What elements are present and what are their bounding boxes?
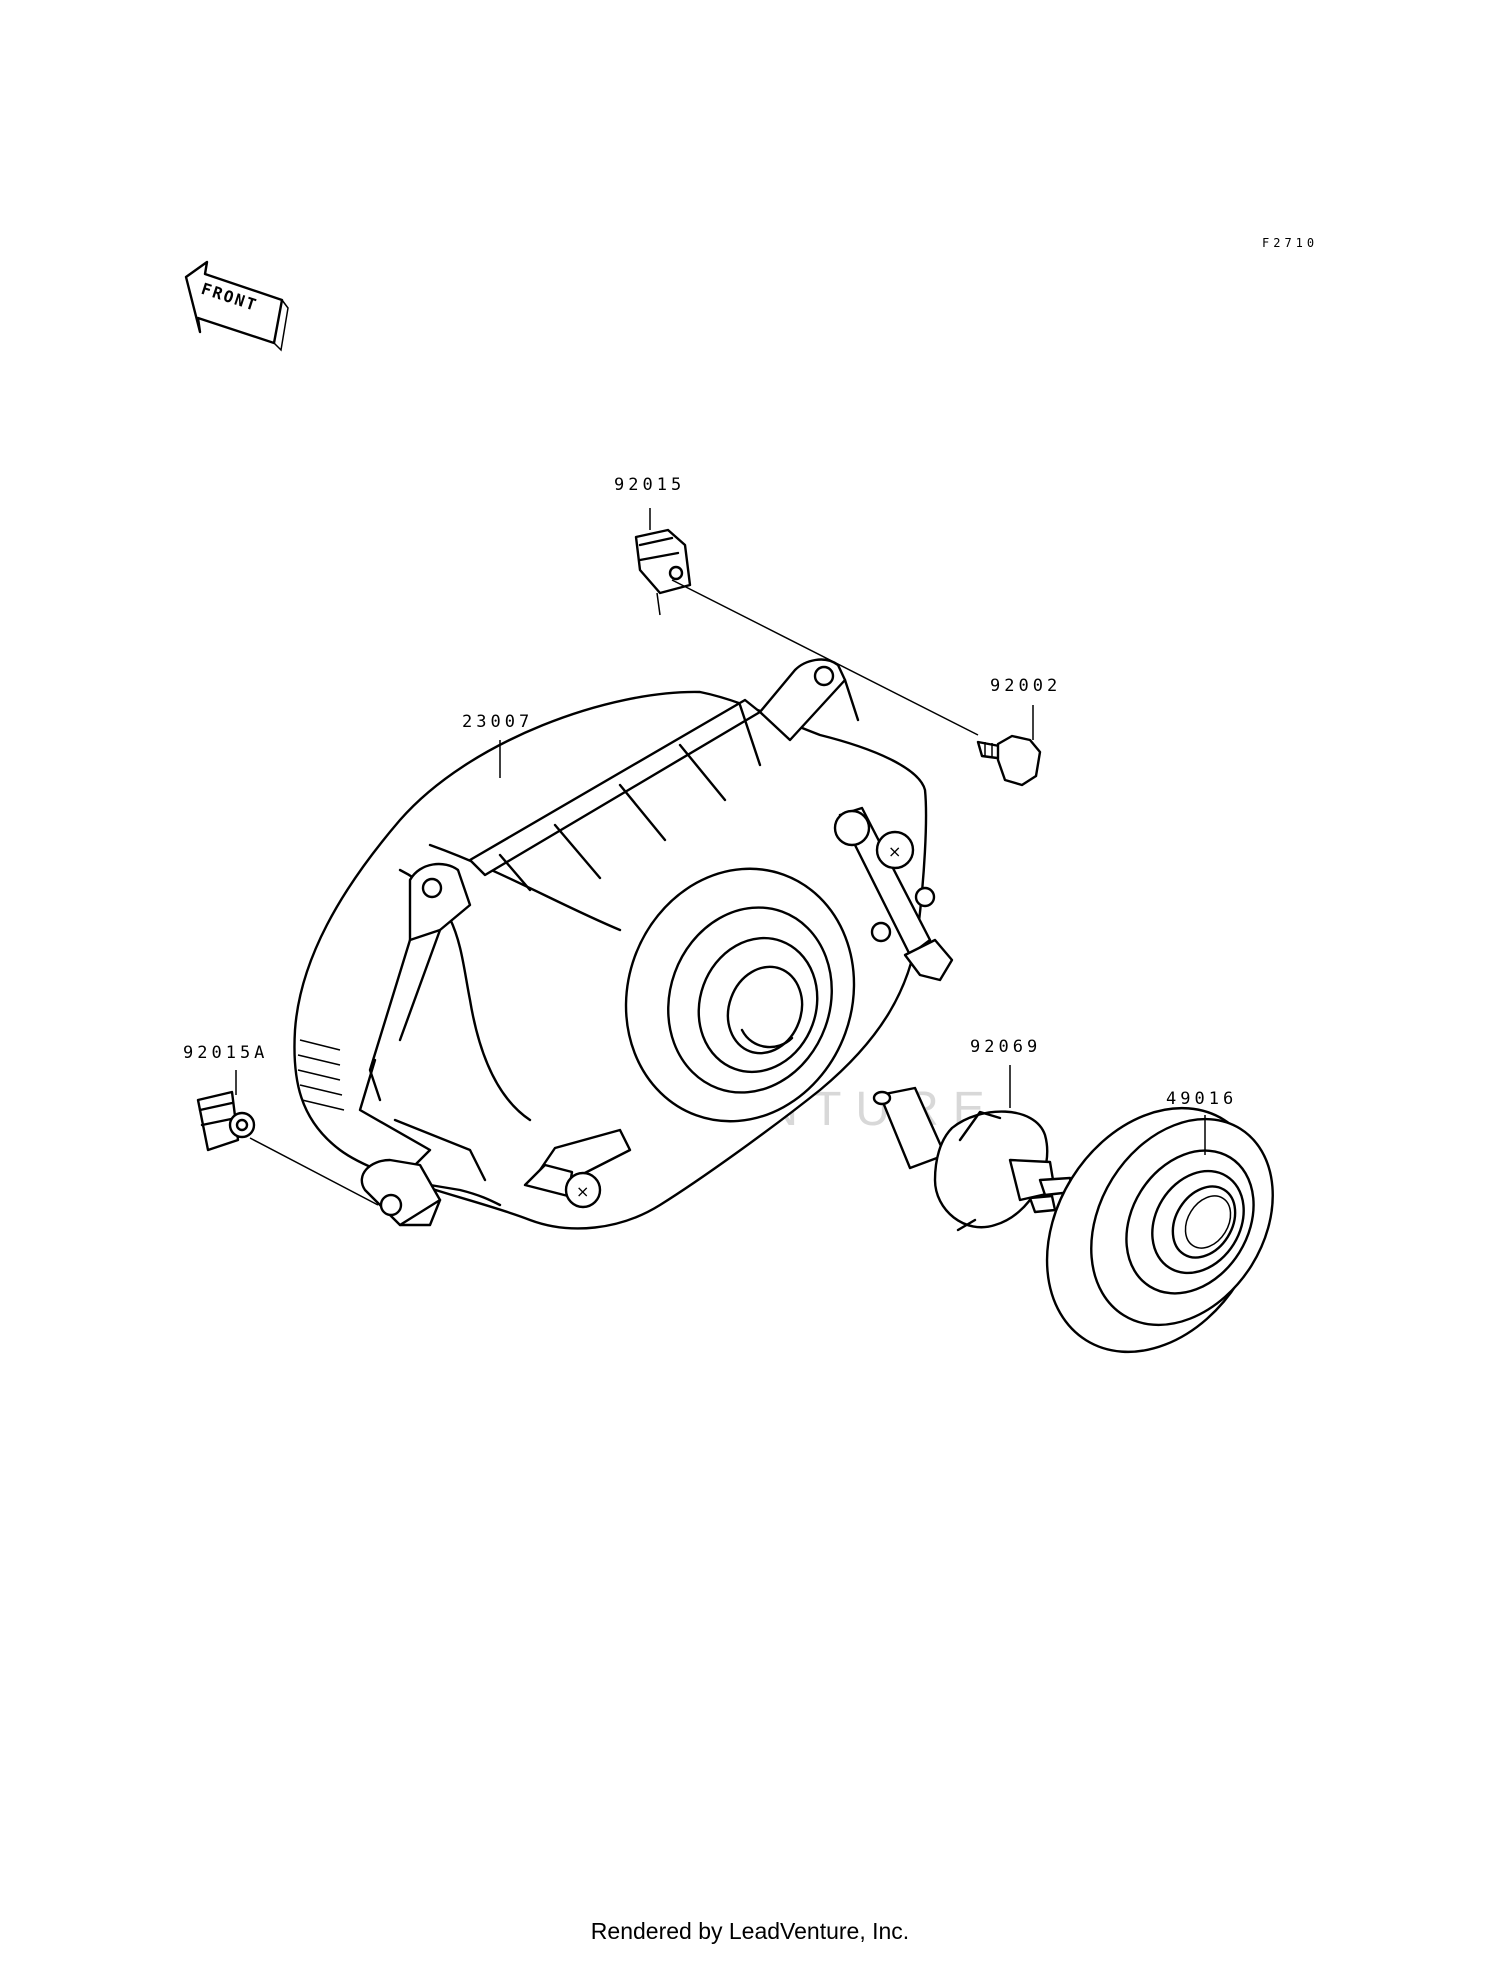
leader-92015 <box>671 579 979 736</box>
clip-92015A[interactable] <box>196 1090 256 1152</box>
clip-92015[interactable] <box>634 528 692 616</box>
front-arrow-icon: FRONT <box>184 260 289 352</box>
part-label-92002[interactable]: 92002 <box>990 676 1061 696</box>
part-label-23007[interactable]: 23007 <box>462 712 533 732</box>
svg-text:×: × <box>576 1182 589 1201</box>
adjuster-screw-upper: × <box>833 806 954 982</box>
part-label-49016[interactable]: 49016 <box>1166 1089 1237 1109</box>
bolt-92002[interactable] <box>976 734 1042 787</box>
figure-code: F2710 <box>1262 236 1318 250</box>
bulb-92069[interactable] <box>872 1086 1074 1232</box>
leader-92015A <box>249 1137 379 1206</box>
part-label-92015[interactable]: 92015 <box>614 475 685 495</box>
part-label-92069[interactable]: 92069 <box>970 1037 1041 1057</box>
adjuster-screw-lower: × <box>523 1128 632 1209</box>
lamp-cover-49016[interactable] <box>1003 1068 1310 1392</box>
svg-text:×: × <box>888 842 901 861</box>
headlight-housing-23007[interactable]: × × <box>293 658 954 1230</box>
footer-credit: Rendered by LeadVenture, Inc. <box>590 1918 910 1944</box>
part-label-92015A[interactable]: 92015A <box>183 1043 268 1063</box>
